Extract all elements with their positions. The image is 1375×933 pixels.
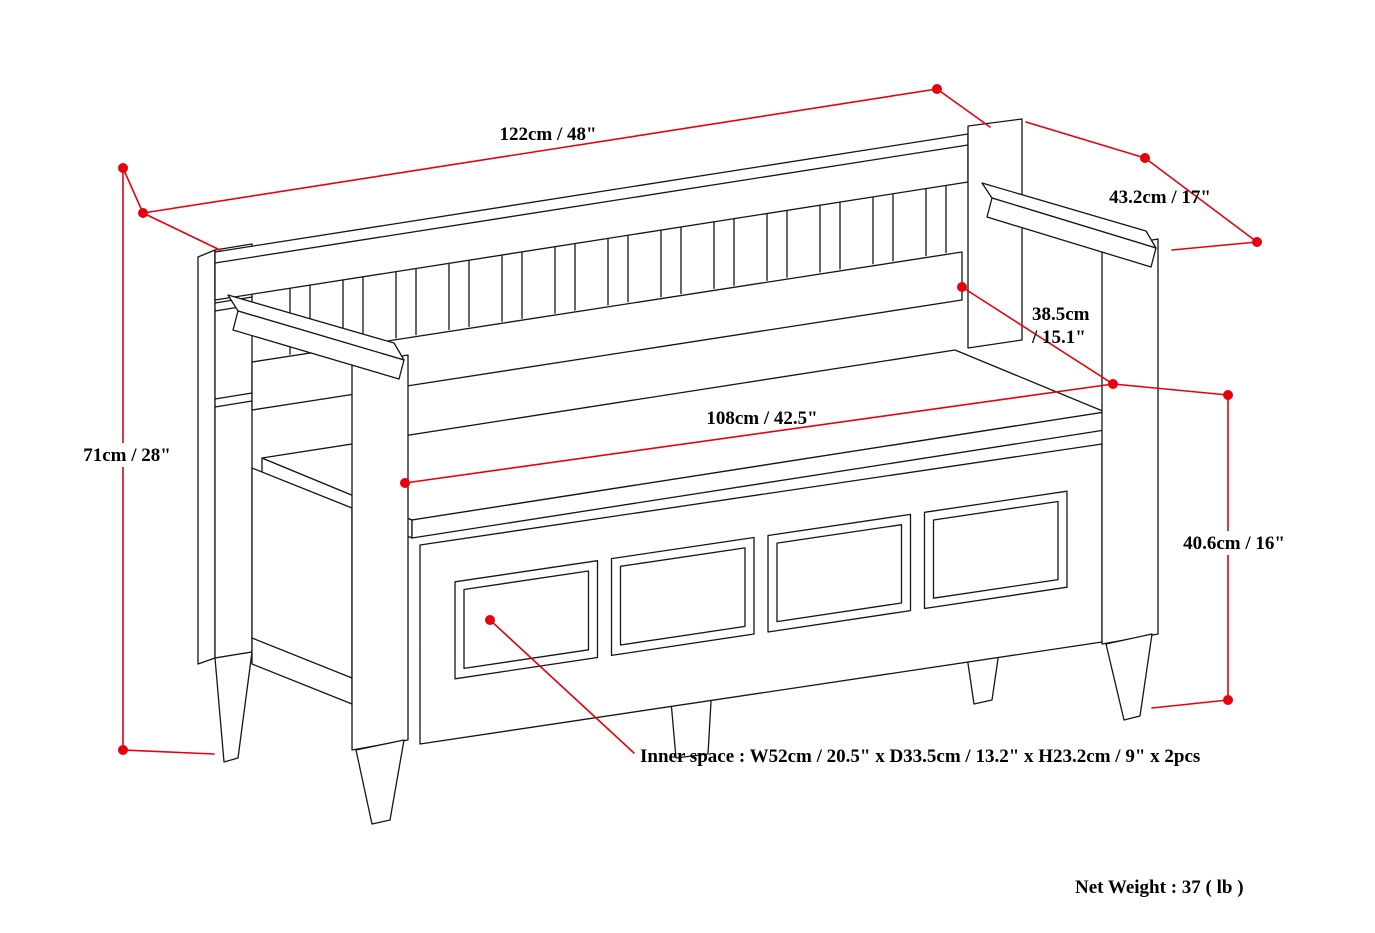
bench-base [214, 443, 1103, 763]
storage-height-label: 40.6cm / 16" [1183, 533, 1285, 554]
back-slats [289, 184, 947, 355]
dimension-dot [400, 478, 410, 488]
front-right-leg [1105, 633, 1153, 721]
bench-arms [227, 182, 1159, 825]
overall-height-label: 71cm / 28" [83, 445, 171, 466]
base-panel-outer [610, 536, 755, 657]
label-background [68, 443, 186, 467]
width-dimension-line [142, 88, 938, 214]
dimension-dot [957, 282, 967, 292]
seat-width-label: 108cm / 42.5" [706, 408, 817, 429]
dimension-dot [1140, 153, 1150, 163]
rear-left-post-side [197, 249, 216, 665]
seat-depth-label-line1: 38.5cm [1032, 304, 1090, 325]
base-panel-outer [767, 513, 912, 633]
bench-back [197, 118, 1023, 665]
dimension-dot [1108, 379, 1118, 389]
base-panel-inner [619, 547, 746, 646]
depth-leader-top [1025, 121, 1146, 159]
right-armrest-front [986, 197, 1157, 268]
net-weight-label: Net Weight : 37 ( lb ) [1075, 877, 1244, 898]
width-leader-left [142, 212, 221, 251]
dimension-dot [485, 615, 495, 625]
label-background [1172, 531, 1296, 555]
seat-depth-label-line2: / 15.1" [1031, 327, 1086, 348]
rear-left-leg [214, 651, 253, 763]
height-leader-bottom [122, 749, 215, 755]
seat-width-dimension-line [404, 383, 1114, 484]
left-armrest-front [232, 310, 405, 380]
front-left-post [351, 354, 409, 751]
back-top-rail-edge [214, 144, 969, 264]
base-panel-inner [463, 570, 590, 670]
base-panel-inner [932, 500, 1059, 599]
post-joint-line [214, 392, 253, 400]
dimension-labels: 122cm / 48" 43.2cm / 17" 38.5cm / 15.1" … [68, 124, 1296, 898]
dimension-dot [138, 208, 148, 218]
dimension-dot [118, 745, 128, 755]
inner-space-label: Inner space : W52cm / 20.5" x D33.5cm / … [640, 746, 1200, 767]
base-left-side-panel [251, 467, 353, 705]
dimension-dot [118, 163, 128, 173]
storage-height-leader-top [1112, 383, 1229, 396]
width-leader-right [936, 88, 991, 128]
base-panel-outer [454, 560, 599, 680]
dimension-dot [1252, 237, 1262, 247]
post-joint-line [214, 400, 253, 408]
overall-width-label: 122cm / 48" [499, 124, 596, 145]
storage-height-leader-bottom [1151, 699, 1229, 709]
height-connector [122, 167, 144, 214]
inner-space-leader [489, 619, 635, 754]
dimension-dot [1223, 390, 1233, 400]
base-panels [454, 490, 1068, 680]
dimension-dot [932, 84, 942, 94]
base-panel-inner [776, 524, 903, 623]
dimension-dot [1223, 695, 1233, 705]
back-bottom-rail [251, 251, 963, 411]
base-panel-outer [923, 490, 1068, 610]
overall-depth-label: 43.2cm / 17" [1109, 187, 1211, 208]
depth-dimension-line [1144, 157, 1258, 243]
depth-leader-bottom [1171, 241, 1258, 251]
front-right-post [1101, 238, 1159, 645]
front-left-leg [355, 739, 405, 825]
rear-right-post [967, 118, 1023, 349]
seat-depth-dimension-line [961, 286, 1114, 385]
base-left-side-rail [251, 637, 353, 679]
